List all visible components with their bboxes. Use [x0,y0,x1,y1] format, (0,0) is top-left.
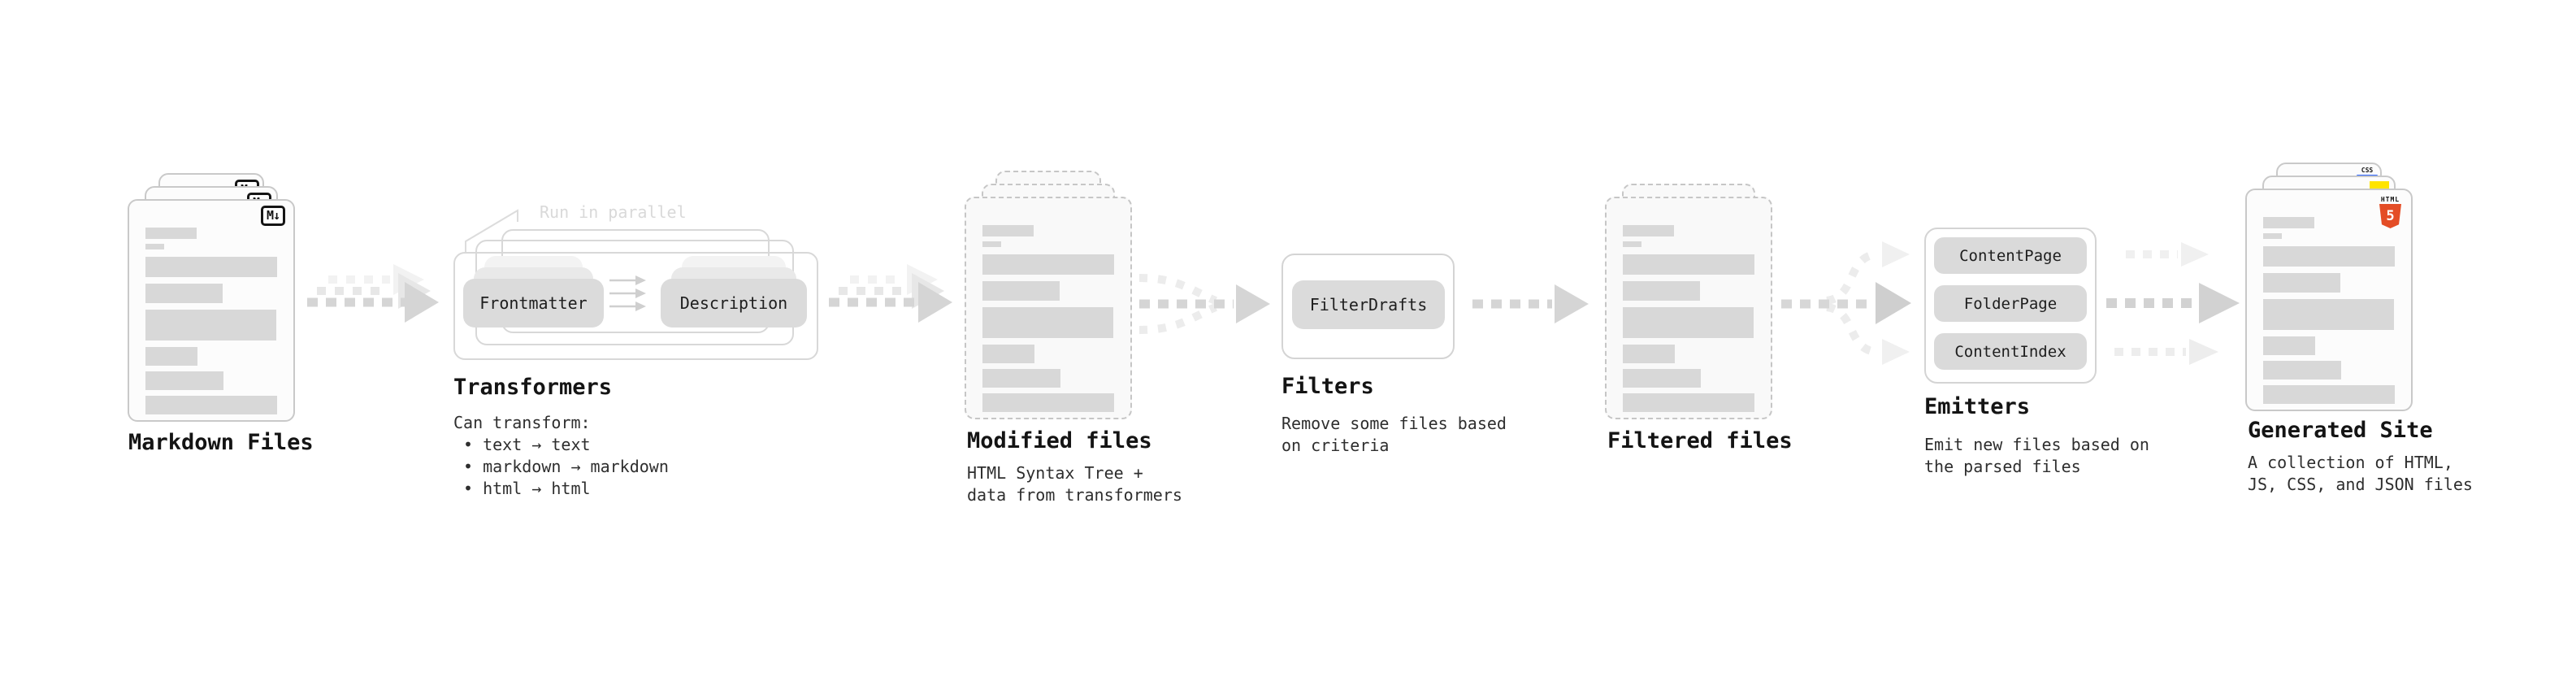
text-line [1623,241,1641,247]
text-line [145,284,223,303]
markdown-icon: M↓ [260,206,285,226]
subtitle-line: the parsed files [1924,457,2081,476]
modified-files-stack [965,171,1132,419]
file-content-placeholder [2263,217,2398,404]
text-line [145,310,276,340]
text-line [1623,393,1754,412]
bullet-item: • markdown → markdown [463,457,669,476]
arrow-modified-to-filters [1138,274,1270,334]
css-icon-label: CSS [2361,167,2374,174]
text-line [982,281,1060,301]
arrow-transformers-to-modified [829,264,952,323]
file-content-placeholder [145,228,280,414]
text-line [2263,299,2394,330]
text-line [1623,345,1675,363]
bullet-item: • text → text [463,435,591,454]
run-in-parallel-note: Run in parallel [540,202,687,222]
javascript-icon [2370,181,2389,190]
text-line [145,257,277,277]
generated-site-stack: CSS HTML 5 [2245,163,2413,411]
contentpage-chip: ContentPage [1934,237,2087,274]
text-line [145,244,164,249]
text-line [2263,361,2341,380]
description-chip: Description [661,279,807,327]
stage-title-transformers: Transformers [453,375,613,400]
text-line [145,347,197,366]
subtitle-line: data from transformers [967,485,1182,505]
text-line [2263,233,2282,239]
text-line [2263,385,2395,404]
html5-icon-shield: 5 [2379,204,2401,228]
markdown-file-front: M↓ [128,199,295,422]
modified-file-front [965,197,1132,419]
text-line [1623,254,1754,275]
contentindex-chip: ContentIndex [1934,333,2087,370]
subtitle-line: JS, CSS, and JSON files [2248,475,2473,494]
generated-file-front: HTML 5 [2245,189,2413,411]
run-in-parallel-callout-line [465,209,518,254]
emitters-description: Emit new files based on the parsed files [1924,434,2149,478]
subtitle-line: Remove some files based [1281,414,1507,433]
subtitle-line: HTML Syntax Tree + [967,463,1143,483]
text-line [982,307,1113,338]
text-line [982,369,1060,388]
text-line [2263,246,2395,267]
arrow-emitters-to-generated [2106,242,2240,365]
parallel-arrows-icon [609,275,646,311]
generated-site-description: A collection of HTML, JS, CSS, and JSON … [2248,452,2473,496]
folderpage-chip: FolderPage [1934,285,2087,322]
stage-title-modified-files: Modified files [967,428,1152,453]
filterdrafts-chip: FilterDrafts [1292,280,1445,329]
markdown-files-stack: M↓ M↓ M↓ [128,173,295,422]
text-line [982,345,1034,363]
text-line [2263,336,2315,355]
html5-icon-label: HTML [2380,196,2400,203]
text-line [982,254,1114,275]
text-line [145,396,277,414]
file-content-placeholder [982,225,1117,412]
subtitle-line: on criteria [1281,436,1390,455]
stage-title-filtered-files: Filtered files [1607,428,1793,453]
arrow-markdown-to-transformers [307,264,439,323]
modified-files-description: HTML Syntax Tree + data from transformer… [967,462,1182,506]
text-line [145,228,197,239]
text-line [1623,307,1754,338]
text-line [982,225,1034,236]
filters-description: Remove some files based on criteria [1281,413,1507,457]
stage-title-markdown-files: Markdown Files [128,430,314,455]
text-line [145,371,223,390]
stage-title-filters: Filters [1281,374,1374,399]
subtitle-line: A collection of HTML, [2248,453,2453,472]
arrow-filters-to-filtered [1472,284,1589,323]
stage-title-generated-site: Generated Site [2248,418,2433,443]
frontmatter-chip: Frontmatter [463,279,604,327]
filtered-files-stack [1605,171,1772,419]
file-content-placeholder [1623,225,1758,412]
transformers-group-box [453,252,818,360]
html5-icon: HTML 5 [2379,196,2401,228]
html5-icon-number: 5 [2386,207,2395,224]
transformers-description: Can transform: • text → text • markdown … [453,412,669,500]
text-line [1623,281,1700,301]
bullet-item: • html → html [463,479,591,498]
text-line [982,241,1001,247]
can-transform-heading: Can transform: [453,413,591,432]
text-line [1623,225,1674,236]
stage-title-emitters: Emitters [1924,394,2031,419]
text-line [2263,273,2340,293]
subtitle-line: Emit new files based on [1924,435,2149,454]
filtered-file-front [1605,197,1772,419]
text-line [982,393,1114,412]
arrow-filtered-to-emitters [1781,241,1911,365]
text-line [2263,217,2314,228]
text-line [1623,369,1701,388]
